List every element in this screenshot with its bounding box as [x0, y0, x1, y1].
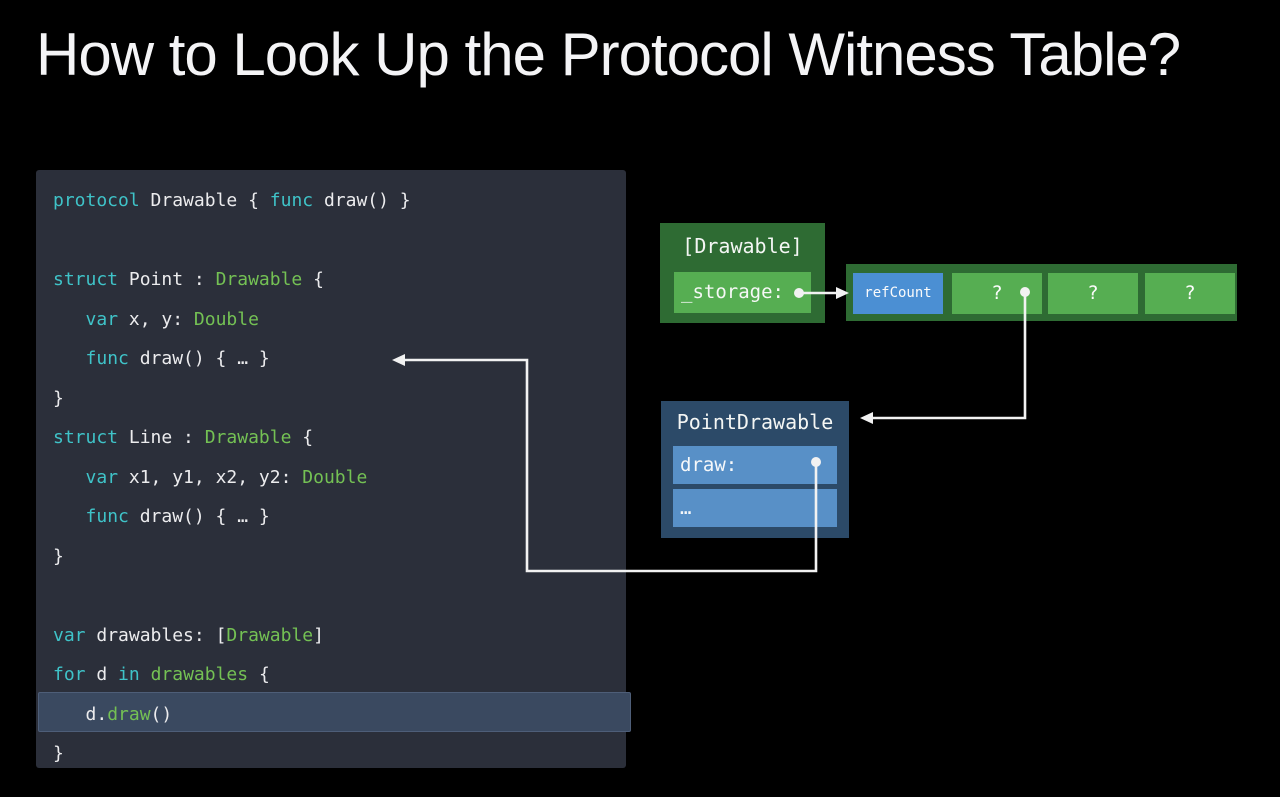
code-token-kw: var [85, 308, 129, 330]
code-token-plain [53, 467, 86, 488]
code-token-plain: } [53, 743, 64, 764]
code-token-plain: Point : [128, 269, 216, 290]
code-token-kw: var [53, 624, 97, 646]
code-token-type: Drawable [204, 427, 292, 448]
code-token-plain: Drawable { [150, 190, 270, 211]
code-token-plain [53, 348, 86, 369]
code-line: d.draw() [53, 695, 626, 735]
code-token-type: Drawable [226, 624, 314, 646]
code-line: } [53, 379, 626, 419]
code-token-kw: protocol [53, 190, 151, 211]
heap-cell-slot-1: ? [952, 273, 1042, 314]
code-token-kw: struct [53, 269, 129, 290]
code-highlight-bar [38, 692, 631, 732]
code-line: protocol Drawable { func draw() } [53, 181, 626, 221]
existential-container-box: [Drawable] _storage: [660, 223, 825, 323]
code-token-plain [53, 506, 86, 527]
code-token-kw: var [85, 466, 129, 488]
code-line: func draw() { … } [53, 339, 626, 379]
code-token-type: Double [302, 466, 368, 488]
code-token-kw: func [269, 190, 324, 211]
code-line [53, 576, 626, 616]
heap-cell-slot-2: ? [1048, 273, 1138, 314]
code-line: struct Line : Drawable { [53, 418, 626, 458]
code-token-plain: draw() { … } [139, 348, 270, 369]
code-line: var x1, y1, x2, y2: Double [53, 458, 626, 498]
code-token-type: Double [193, 308, 259, 330]
code-token-kw: struct [53, 427, 129, 448]
code-token-plain: d [96, 664, 119, 685]
witness-table-title: PointDrawable [676, 410, 834, 434]
code-token-plain: drawables: [ [96, 624, 227, 646]
code-token-plain: { [248, 664, 270, 685]
witness-row-draw: draw: [673, 446, 837, 484]
code-token-type: draw [107, 703, 151, 725]
code-token-plain: draw() { … } [139, 506, 270, 527]
code-token-plain: x1, y1, x2, y2: [128, 466, 303, 488]
code-lines: protocol Drawable { func draw() } struct … [36, 170, 626, 774]
code-token-plain: draw() } [323, 190, 411, 211]
code-panel: protocol Drawable { func draw() } struct … [36, 170, 631, 768]
code-token-type: Drawable [215, 269, 303, 290]
witness-table-box: PointDrawable draw: … [661, 401, 849, 538]
witness-row-more: … [673, 489, 837, 527]
heap-cell-refcount: refCount [853, 273, 943, 314]
code-token-plain: () [150, 703, 173, 725]
heap-buffer-box: refCount ? ? ? [846, 264, 1237, 321]
code-token-plain: Line : [128, 427, 205, 448]
code-token-kw: in [118, 664, 151, 685]
code-token-kw: for [53, 664, 97, 685]
heap-cell-slot-3: ? [1145, 273, 1235, 314]
code-line: var drawables: [Drawable] [53, 616, 626, 656]
code-line: } [53, 734, 626, 774]
code-token-plain: } [53, 545, 64, 567]
arrowhead-buffer-to-witness-table-icon [860, 412, 873, 424]
code-token-plain: x, y: [128, 308, 194, 330]
code-token-type: drawables [150, 664, 249, 685]
code-token-plain [53, 309, 86, 330]
code-line: struct Point : Drawable { [53, 260, 626, 300]
slide-title: How to Look Up the Protocol Witness Tabl… [36, 21, 1181, 88]
storage-field-row: _storage: [674, 272, 811, 313]
code-token-plain: ] [313, 624, 324, 646]
existential-container-title: [Drawable] [682, 234, 803, 258]
code-token-plain: { [302, 269, 324, 290]
code-line: for d in drawables { [53, 655, 626, 695]
code-token-plain: d. [53, 703, 108, 725]
code-line [53, 221, 626, 261]
code-token-kw: func [85, 506, 140, 527]
code-line: func draw() { … } [53, 497, 626, 537]
code-token-plain: { [291, 427, 314, 448]
code-token-kw: func [85, 348, 140, 369]
code-line: var x, y: Double [53, 300, 626, 340]
code-token-plain: } [53, 387, 64, 409]
code-line: } [53, 537, 626, 577]
